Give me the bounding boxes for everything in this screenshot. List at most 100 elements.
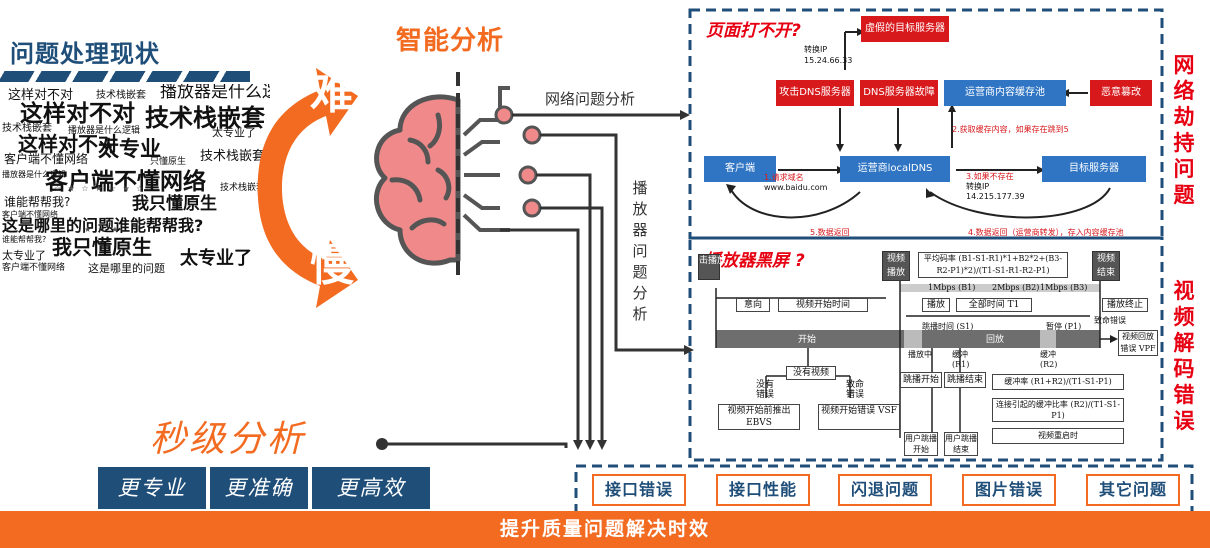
issue-crash[interactable]: 闪退问题 [838,474,932,506]
brain-icon [373,94,461,266]
video-decode-label: 视频解码错误 [1173,279,1195,433]
intent-box: 意向 [736,298,770,312]
network-hijack-label: 网络劫持问题 [1173,53,1195,207]
cloud-word: 客户端不懂网络 [2,210,58,219]
player-analysis-label: 播放器问题分析 [632,179,648,323]
title-underline [0,71,250,82]
curved-arrow-icon [257,68,358,198]
fatal-error-label-2: 致命错误 [846,380,865,400]
issue-api-performance[interactable]: 接口性能 [716,474,810,506]
footer-banner: 提升质量问题解决时效 [0,511,1210,548]
flow-arrow [729,187,861,219]
issue-image-error[interactable]: 图片错误 [962,474,1056,506]
cloud-word: 这样对不对 [18,132,118,156]
step1-label: 1.请求域名 [764,173,804,182]
ebvs-box: 视频开始前推出 EBVS [718,404,800,430]
seek-end-box: 跳播结束 [944,372,986,388]
step2-label: 2.获取缓存内容，如果存在跳到5 [952,125,1069,134]
star-rating-icon: ★ ☆ ★ [84,225,121,234]
cloud-word: 我只懂原生 [132,194,217,214]
dns-failure-box: DNS服务器故障 [860,80,938,106]
seek-buffer-ratio-box: 连接引起的缓冲比率 (R2)/(T1-S1-P1) [992,398,1124,422]
fatal-error-label: 致命错误 [1094,316,1126,325]
circuit-line [462,193,500,210]
start-label: 开始 [798,335,817,345]
replay-error-box: 视频回放错误 VPF [1118,330,1158,356]
cloud-word: 太专业了 [2,249,46,262]
smart-analysis-title: 智能分析 [396,26,505,56]
redirect-ip-label: 转换IP [804,45,828,54]
step3-ip-value: 14.215.177.39 [966,192,1025,201]
issues-frame [574,464,1194,516]
network-panel-title: 页面打不开? [706,21,801,41]
cloud-word: 客户端不懂网络 [2,263,66,273]
buffering-r2-label: 缓冲 (R2) [1040,350,1058,369]
benefit-accurate: 更准确 [210,467,308,509]
step5-label: 5.数据返回 [810,228,850,237]
cloud-word: 客户端不懂网络 [45,169,206,195]
cloud-word: 太专业了 [212,126,256,139]
step3-label: 3.如果不存在 [966,172,1014,181]
cloud-word: 谁能帮帮我? [4,195,71,209]
arrow-head-icon [684,345,694,355]
video-restart-box: 视频重启时 [992,428,1124,444]
redirect-ip-value: 15.24.66.33 [804,56,853,65]
seek-start-box: 跳播开始 [900,372,942,388]
cloud-word: 我只懂原生 [52,235,152,259]
no-error-label: 没有错误 [756,380,775,400]
benefit-professional: 更专业 [98,467,206,509]
arrow-head-icon [680,110,690,120]
cloud-word: 这样对不对 [8,88,74,103]
cloud-word: 播放器是什么逻辑 [68,126,141,136]
user-seek-start-box: 用户跳播开始 [904,432,938,456]
cloud-word: 播放器是什么逻辑 [160,84,270,102]
cloud-word: 太专业 [98,137,161,161]
fake-server-box: 虚假的目标服务器 [861,16,949,42]
rate-1-label: 1Mbps (B1) [928,283,976,292]
network-diagram-lines [726,28,1111,219]
curved-arrow-icon [257,178,358,308]
circuit-line [462,140,500,157]
seconds-analysis-title: 秒级分析 [150,419,307,460]
tamper-box: 恶意篡改 [1090,80,1152,106]
brain-circuit-graphic [373,72,694,450]
arrow-head-icon [573,440,583,450]
isp-cache-box: 运营商内容缓存池 [944,80,1066,106]
bitrate-formula-box: 平均码率 (B1-S1-R1)*1+B2*2+(B3-R2-P1)*2)/(T1… [918,252,1068,278]
issue-other[interactable]: 其它问题 [1086,474,1180,506]
user-seek-end-box: 用户跳播结束 [944,432,978,456]
cloud-word: 技术栈嵌套 [145,104,265,132]
cloud-word: 这是哪里的问题谁能帮帮我? [2,216,204,235]
cloud-word: 客户端不懂网络 [4,152,89,166]
connector-line [536,173,592,440]
connector-line [382,442,568,448]
video-end-box: 视频结束 [1092,251,1120,281]
vsf-box: 视频开始错误 VSF [818,404,900,430]
status-title: 问题处理现状 [10,40,160,68]
arrow-head-icon [597,440,607,450]
click-play-box: 击播放 [698,254,726,280]
arrow-head-icon [585,440,595,450]
cloud-word: 太专业了 [180,248,252,269]
issue-api-error[interactable]: 接口错误 [592,474,686,506]
pause-label: 暂停 (P1) [1046,322,1082,331]
target-server-box: 目标服务器 [1042,156,1146,182]
connector-line [500,228,580,440]
playback-label: 回放 [986,335,1005,345]
buffering-r1-label: 缓冲 (R1) [952,350,970,369]
cloud-word: 播放器是什么逻辑 [2,170,66,179]
rate-3-label: 1Mbps (B3) [1040,283,1088,292]
step3-ip-label: 转换IP [966,182,990,191]
cloud-word: 技术栈嵌套 [96,90,146,101]
hard-label: 难 [310,68,354,119]
buffer-ratio-box: 缓冲率 (R1+R2)/(T1-S1-P1) [992,374,1124,390]
client-box: 客户端 [704,156,776,182]
step1-domain: www.baidu.com [764,183,828,192]
total-time-box: 全部时间 T1 [956,298,1032,312]
cloud-word: 谁能帮帮我? [2,235,47,244]
video-start-time-box: 视频开始时间 [778,298,868,312]
play-stop-box: 播放终止 [1102,298,1148,312]
slow-label: 慢 [310,240,354,291]
step4-label: 4.数据返回（运营商转发），存入内容缓存池 [968,228,1124,237]
